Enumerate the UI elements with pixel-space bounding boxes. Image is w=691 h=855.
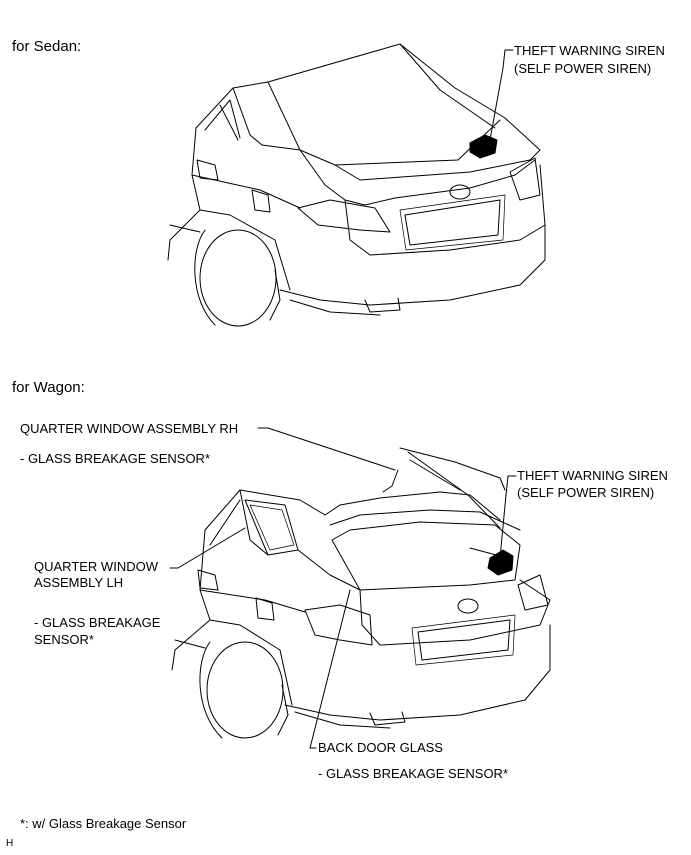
quarter-window-rh-label: QUARTER WINDOW ASSEMBLY RH [20,421,239,436]
sedan-heading: for Sedan: [12,38,82,55]
sedan-siren-label: THEFT WARNING SIREN [514,43,665,58]
corner-mark: H [6,838,14,849]
wagon-heading: for Wagon: [12,379,85,396]
wagon-siren-label: THEFT WARNING SIREN [517,468,668,483]
sedan-siren-leader [489,49,514,141]
wagon-leader-lines [169,427,517,749]
quarter-window-lh-label: QUARTER WINDOW [34,559,158,574]
sedan-siren-sublabel: (SELF POWER SIREN) [514,61,652,76]
quarter-window-lh-sensor-label-line2: SENSOR* [34,632,94,647]
back-door-glass-label: BACK DOOR GLASS [318,740,443,755]
back-door-glass-sensor-label: - GLASS BREAKAGE SENSOR* [318,766,509,781]
quarter-window-lh-label-line2: ASSEMBLY LH [34,575,124,590]
footnote: *: w/ Glass Breakage Sensor [20,816,187,831]
quarter-window-lh-sensor-label: - GLASS BREAKAGE [34,615,161,630]
wagon-siren-sublabel: (SELF POWER SIREN) [517,485,655,500]
wagon-car-illustration [171,447,551,739]
sedan-car-illustration [167,43,546,327]
quarter-window-rh-sensor-label: - GLASS BREAKAGE SENSOR* [20,451,211,466]
